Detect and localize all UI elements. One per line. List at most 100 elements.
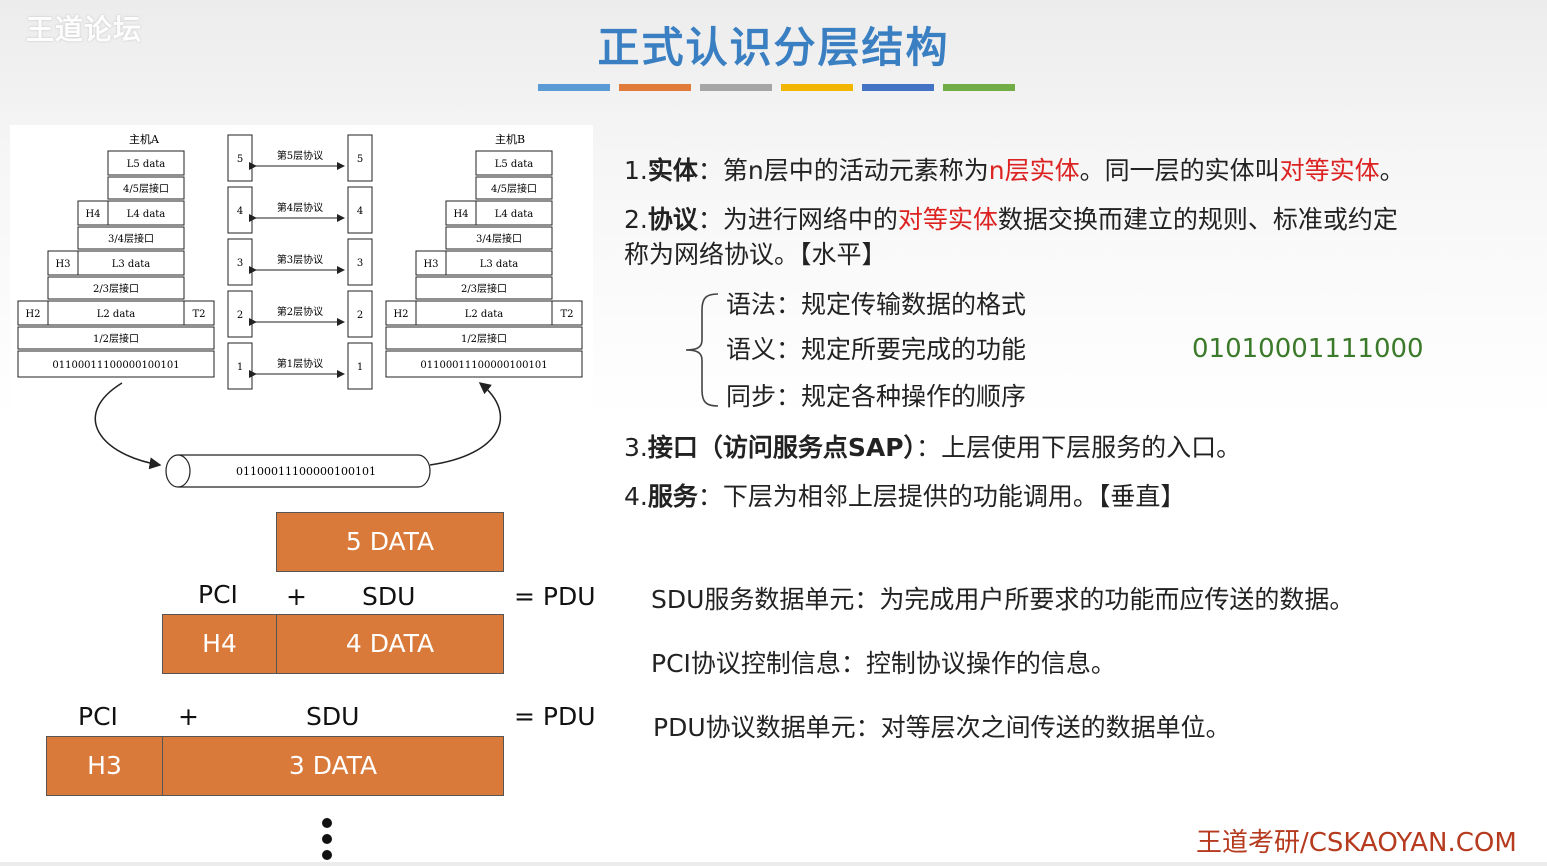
layer-row-label: L3 data (112, 259, 151, 270)
sdu-definition: SDU服务数据单元：为完成用户所要求的功能而应传送的数据。 (651, 585, 1355, 614)
plus-sign: + (286, 582, 307, 611)
sdu-label: SDU (306, 702, 360, 731)
layer-row-label: 01100011100000100101 (52, 360, 179, 371)
layer-row-box (385, 350, 583, 378)
color-segment (862, 84, 934, 91)
color-segment (943, 84, 1015, 91)
pipe-bits: 01100011100000100101 (236, 465, 376, 478)
layer-row-label: L4 data (127, 209, 166, 220)
layer-row-label: 2/3层接口 (93, 282, 139, 295)
point-text: 上层使用下层服务的入口。 (941, 433, 1242, 462)
layer-row-box (415, 276, 553, 300)
layer-row-box (385, 326, 583, 350)
down-arrow (94, 382, 162, 470)
layer-row-label: L5 data (495, 159, 534, 170)
point-entity: 1.实体：第n层中的活动元素称为n层实体。同一层的实体叫对等实体。 (624, 154, 1405, 188)
footer-brand: 王道考研/CSKAOYAN.COM (1196, 828, 1517, 858)
layer-row-label: 3/4层接口 (108, 232, 154, 245)
point-interface: 3.接口（访问服务点SAP）：上层使用下层服务的入口。 (624, 431, 1241, 465)
layer-row-box (77, 200, 185, 226)
binary-string: 01010001111000 (1192, 334, 1424, 364)
watermark-logo: 王道论坛 (26, 13, 143, 46)
pci-label: PCI (78, 702, 118, 731)
layer-row-label: 4/5层接口 (491, 182, 537, 195)
point-term: 服务 (647, 482, 698, 511)
layer-header-label: H4 (85, 209, 100, 220)
protocol-label: 第4层协议 (277, 201, 323, 214)
layer-row-label: 01100011100000100101 (420, 360, 547, 371)
layer-number-box-right (347, 186, 373, 234)
layer-row-label: 1/2层接口 (93, 332, 139, 345)
layer-row-box (47, 250, 185, 276)
layer-row-box (445, 226, 553, 250)
protocol-label: 第5层协议 (277, 149, 323, 162)
layer-row-label: 1/2层接口 (461, 332, 507, 345)
highlight-text: 对等实体 (1279, 156, 1380, 185)
pdu-label: = PDU (514, 702, 596, 731)
layer-number-box-left (227, 186, 253, 234)
layer-row-box (107, 176, 185, 200)
box-5-data: 5 DATA (276, 512, 504, 572)
layer-row-label: 2/3层接口 (461, 282, 507, 295)
header-h4: H4 (162, 614, 277, 674)
layer-row-box (475, 176, 553, 200)
layer-diagram: 主机A 主机B L5 data 4/5层接口 H4 L4 data 3/4层接口 H3 L3… (10, 125, 593, 497)
layer-number-box-left (227, 134, 253, 182)
point-colon: ： (916, 433, 942, 462)
layer-number-box-right (347, 134, 373, 182)
ellipsis-dots-icon (322, 818, 332, 866)
brace-icon (685, 293, 719, 407)
layer-number: 5 (237, 154, 243, 165)
layer-row-box (17, 350, 215, 378)
layer-number-box-right (347, 290, 373, 338)
sub-semantics: 语义：规定所要完成的功能 (726, 335, 1027, 364)
layer-header-label: H3 (423, 259, 438, 270)
point-number: 1. (624, 156, 648, 185)
layer-row-box (445, 200, 553, 226)
layer-number: 2 (237, 310, 243, 321)
layer-row-label: 4/5层接口 (123, 182, 169, 195)
sub-syntax: 语法：规定传输数据的格式 (726, 290, 1027, 319)
host-a-label: 主机A (129, 132, 160, 146)
plus-sign: + (178, 702, 199, 731)
pci-label: PCI (198, 580, 238, 609)
point-number: 4. (624, 482, 648, 511)
layer-number: 4 (237, 206, 243, 217)
layer-row-box (415, 250, 553, 276)
point-colon: ： (697, 482, 723, 511)
layer-number: 3 (237, 258, 243, 269)
layer-row-label: L2 data (97, 309, 136, 320)
point-protocol: 2.协议：为进行网络中的对等实体数据交换而建立的规则、标准或约定 (624, 203, 1398, 237)
point-colon: ： (697, 156, 723, 185)
layer-diagram-svg: 主机A 主机B L5 data 4/5层接口 H4 L4 data 3/4层接口 H3 L3… (17, 132, 583, 488)
layer-header-label: H2 (25, 309, 40, 320)
sdu-label: SDU (362, 582, 416, 611)
point-text: 数据交换而建立的规则、标准或约定 (997, 205, 1398, 234)
point-service: 4.服务：下层为相邻上层提供的功能调用。【垂直】 (624, 480, 1185, 514)
header-h3: H3 (46, 736, 163, 796)
highlight-text: 对等实体 (897, 205, 998, 234)
point-term: 实体 (647, 156, 698, 185)
layer-row-label: L3 data (480, 259, 519, 270)
layer-row-label: L5 data (127, 159, 166, 170)
point-text: 下层为相邻上层提供的功能调用。【垂直】 (722, 482, 1186, 511)
up-arrow (429, 382, 501, 466)
point-text: 第n层中的活动元素称为 (722, 156, 989, 185)
point-colon: ： (697, 205, 723, 234)
point-number: 3. (624, 433, 648, 462)
layer-header-label: H4 (453, 209, 468, 220)
point-term: 协议 (647, 205, 698, 234)
host-b-label: 主机B (495, 132, 525, 146)
layer-row-label: L4 data (495, 209, 534, 220)
layer-number-box-left (227, 238, 253, 286)
layer-number-box-right (347, 342, 373, 390)
pdu-definition: PDU协议数据单元：对等层次之间传送的数据单位。 (653, 713, 1231, 742)
color-segment (700, 84, 772, 91)
point-number: 2. (624, 205, 648, 234)
layer-trailer-label: T2 (192, 309, 205, 320)
highlight-text: n层实体 (988, 156, 1080, 185)
color-segment (781, 84, 853, 91)
